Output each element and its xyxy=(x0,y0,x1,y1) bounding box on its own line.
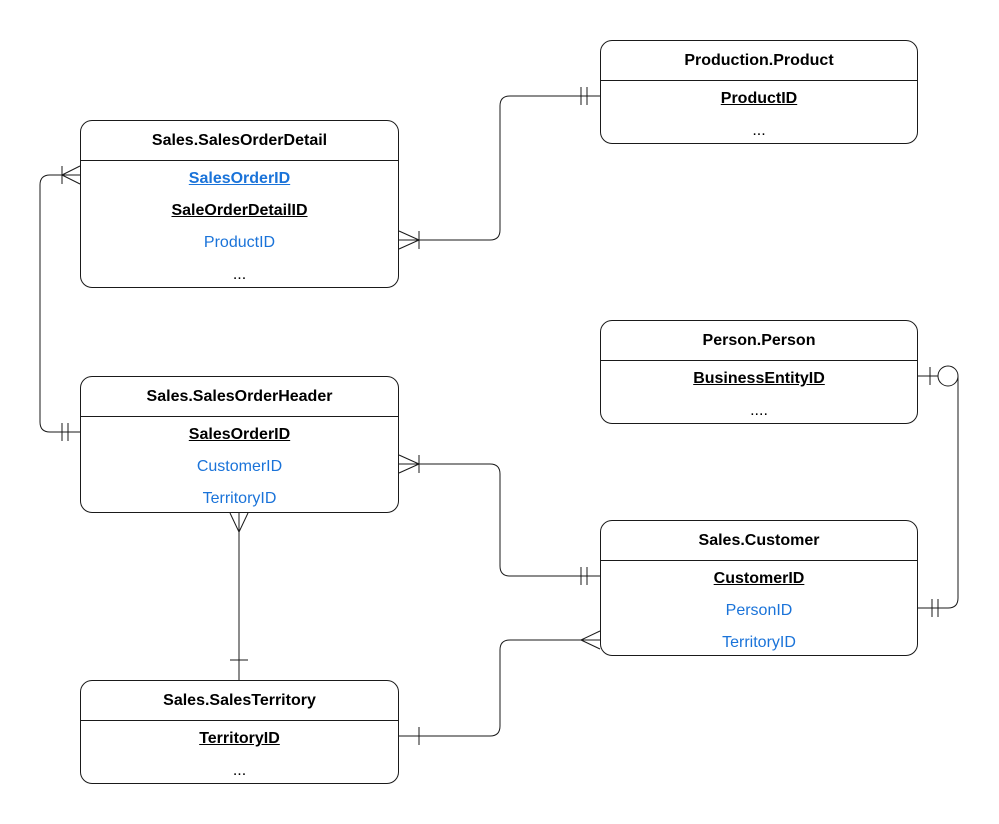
attribute-product-id: ProductID xyxy=(203,234,276,251)
attribute-ellipsis: ... xyxy=(232,266,247,283)
entity-person-person[interactable]: Person.Person BusinessEntityID .... xyxy=(600,320,918,424)
entity-sales-customer[interactable]: Sales.Customer CustomerID PersonID Terri… xyxy=(600,520,918,656)
attribute-territory-id: TerritoryID xyxy=(202,490,277,507)
attribute-territory-id: TerritoryID xyxy=(722,634,796,651)
entity-title: Sales.SalesOrderHeader xyxy=(81,377,398,417)
entity-title: Sales.SalesTerritory xyxy=(81,681,398,721)
attribute-ellipsis: ... xyxy=(752,122,766,139)
attribute-customer-id: CustomerID xyxy=(713,570,805,587)
relationship-territory-to-order-header xyxy=(229,512,249,680)
entity-sales-order-header[interactable]: Sales.SalesOrderHeader SalesOrderID Cust… xyxy=(80,376,399,513)
attribute-sale-order-detail-id: SaleOrderDetailID xyxy=(171,202,308,219)
attribute-product-id: ProductID xyxy=(720,90,798,107)
attribute-business-entity-id: BusinessEntityID xyxy=(693,370,825,387)
attribute-customer-id: CustomerID xyxy=(196,458,283,475)
zero-optionality-circle xyxy=(937,365,959,387)
attribute-ellipsis: .... xyxy=(750,402,768,419)
attribute-territory-id: TerritoryID xyxy=(199,730,280,747)
relationship-product-to-order-detail xyxy=(398,87,600,250)
relationship-person-to-customer xyxy=(918,365,959,617)
attribute-sales-order-id: SalesOrderID xyxy=(188,426,291,443)
entity-title: Sales.SalesOrderDetail xyxy=(81,121,398,161)
entity-title: Person.Person xyxy=(601,321,917,361)
entity-production-product[interactable]: Production.Product ProductID ... xyxy=(600,40,918,144)
relationship-territory-to-customer xyxy=(399,630,601,745)
attribute-ellipsis: ... xyxy=(232,762,247,779)
entity-title: Production.Product xyxy=(601,41,917,81)
attribute-sales-order-id: SalesOrderID xyxy=(188,170,291,187)
entity-sales-territory[interactable]: Sales.SalesTerritory TerritoryID ... xyxy=(80,680,399,784)
attribute-person-id: PersonID xyxy=(725,602,793,619)
relationship-customer-to-order-header xyxy=(398,454,600,585)
relationship-header-to-order-detail xyxy=(39,165,81,441)
entity-sales-order-detail[interactable]: Sales.SalesOrderDetail SalesOrderID Sale… xyxy=(80,120,399,288)
entity-title: Sales.Customer xyxy=(601,521,917,561)
